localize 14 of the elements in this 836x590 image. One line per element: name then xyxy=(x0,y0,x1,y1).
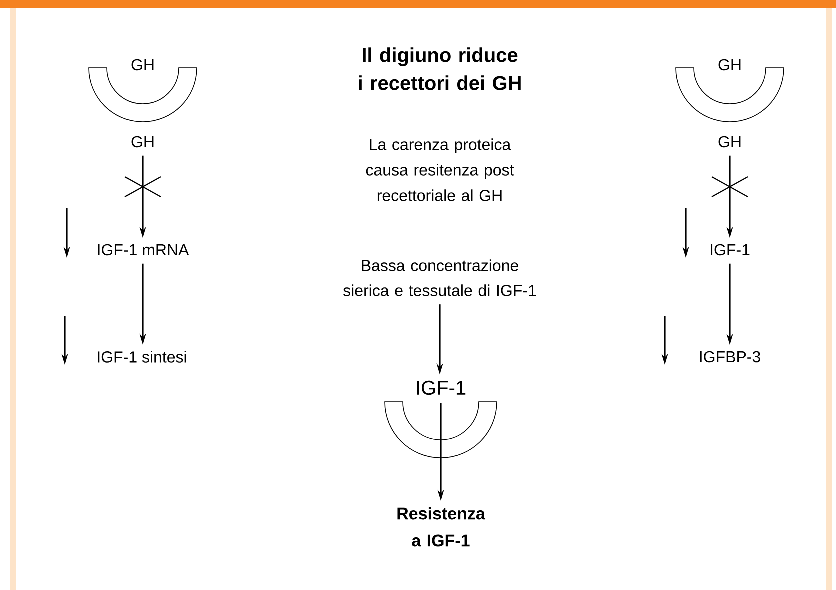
note-text: La carenza proteica causa resitenza post recettoriale al GH xyxy=(366,138,514,202)
title: Il digiuno riduce i recettori dei GH xyxy=(359,48,521,90)
label-text: IGF-1 sintesi xyxy=(98,351,186,363)
receptor-drawing: IGF-1 xyxy=(384,380,498,458)
label-text: IGF-1 xyxy=(711,244,750,256)
label-text: IGFBP-3 xyxy=(700,351,760,363)
label-text: Bassa concentrazione sierica e tessutale di IGF-1 xyxy=(344,260,536,296)
label-text: GH xyxy=(718,136,741,148)
node-label: IGF-1 xyxy=(417,380,466,396)
receptor-drawing: GH xyxy=(88,59,198,122)
label-text: GH xyxy=(132,136,154,148)
label-text: Resistenza a IGF-1 xyxy=(398,507,486,547)
label-text: IGF-1 mRNA xyxy=(98,244,190,256)
receptor-drawing: GH xyxy=(676,59,784,122)
